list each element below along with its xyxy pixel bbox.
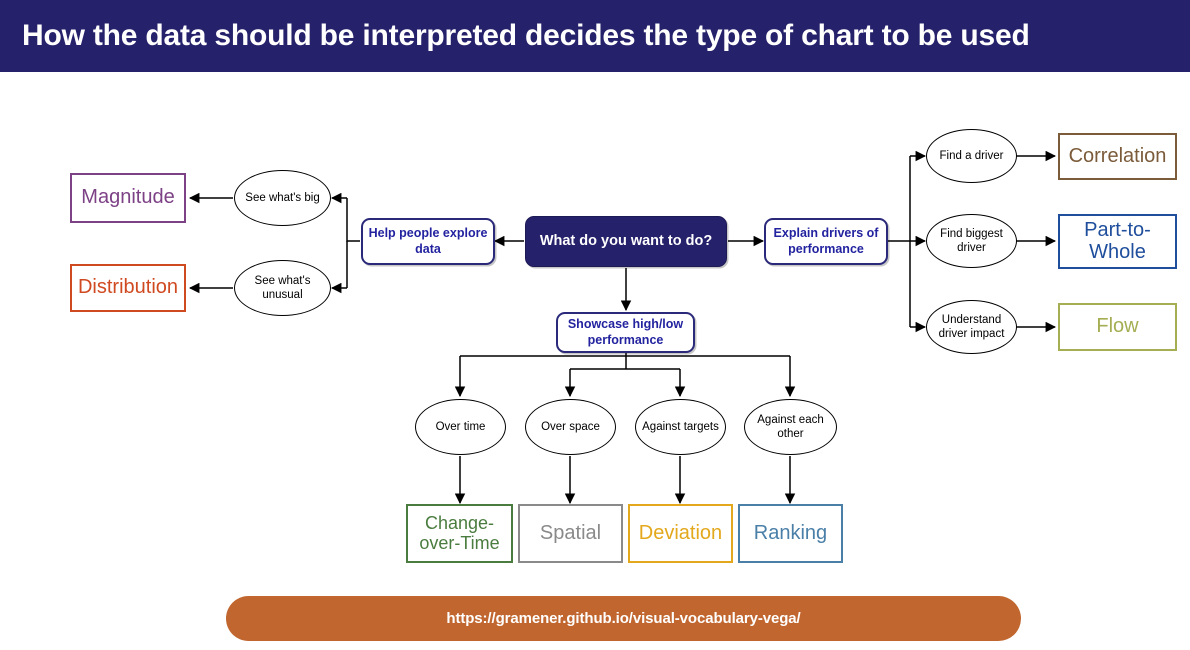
branch-box-help-people-explore-data[interactable]: Help people explore data: [361, 218, 495, 265]
chart-box-correlation-label: Correlation: [1068, 144, 1167, 167]
ellipse-against-each-other-label: Against each other: [757, 413, 824, 440]
chart-box-deviation-label: Deviation: [638, 521, 723, 544]
ellipse-understand-driver-impact[interactable]: Understand driver impact: [926, 300, 1017, 354]
chart-box-change-over-time-label: Change-over-Time: [419, 513, 500, 553]
ellipse-against-targets[interactable]: Against targets: [635, 399, 726, 455]
ellipse-over-space[interactable]: Over space: [525, 399, 616, 455]
ellipse-over-space-label: Over space: [541, 420, 600, 433]
branch-box-showcase-high-low-performance[interactable]: Showcase high/low performance: [556, 312, 695, 353]
ellipse-against-each-other[interactable]: Against each other: [744, 399, 837, 455]
ellipse-over-time-label: Over time: [435, 420, 486, 433]
ellipse-against-targets-label: Against targets: [642, 420, 719, 433]
root-box-what-do-you-want-to-do[interactable]: What do you want to do?: [525, 216, 727, 267]
ellipse-see-whats-unusual[interactable]: See what's unusual: [234, 260, 331, 316]
ellipse-find-a-driver-label: Find a driver: [939, 149, 1004, 162]
chart-box-magnitude[interactable]: Magnitude: [70, 173, 186, 223]
chart-box-flow-label: Flow: [1096, 315, 1139, 338]
ellipse-understand-driver-impact-label: Understand driver impact: [938, 313, 1005, 340]
ellipse-find-biggest-driver[interactable]: Find biggest driver: [926, 214, 1017, 268]
root-box-label: What do you want to do?: [539, 232, 713, 249]
chart-box-ranking-label: Ranking: [753, 521, 828, 544]
header-bar: How the data should be interpreted decid…: [0, 0, 1190, 72]
chart-box-flow[interactable]: Flow: [1058, 303, 1177, 351]
chart-box-correlation[interactable]: Correlation: [1058, 133, 1177, 180]
ellipse-see-whats-unusual-label: See what's unusual: [254, 274, 311, 301]
chart-box-distribution[interactable]: Distribution: [70, 264, 186, 312]
chart-box-magnitude-label: Magnitude: [81, 186, 175, 209]
ellipse-find-biggest-driver-label: Find biggest driver: [940, 227, 1003, 254]
branch-box-explain-drivers-of-performance[interactable]: Explain drivers of performance: [764, 218, 888, 265]
chart-box-part-to-whole[interactable]: Part-to-Whole: [1058, 214, 1177, 269]
branch-box-explore-label: Help people explore data: [368, 225, 488, 256]
chart-box-distribution-label: Distribution: [77, 276, 179, 299]
ellipse-over-time[interactable]: Over time: [415, 399, 506, 455]
url-banner-label: https://gramener.github.io/visual-vocabu…: [446, 610, 801, 627]
chart-box-ranking[interactable]: Ranking: [738, 504, 843, 563]
chart-box-change-over-time[interactable]: Change-over-Time: [406, 504, 513, 563]
branch-box-explain-label: Explain drivers of performance: [773, 225, 879, 256]
chart-box-spatial-label: Spatial: [539, 521, 602, 544]
page-title: How the data should be interpreted decid…: [22, 19, 1030, 52]
chart-box-spatial[interactable]: Spatial: [518, 504, 623, 563]
chart-box-part-to-whole-label: Part-to-Whole: [1084, 218, 1151, 263]
ellipse-see-whats-big-label: See what's big: [245, 191, 320, 204]
ellipse-find-a-driver[interactable]: Find a driver: [926, 129, 1017, 183]
branch-box-showcase-label: Showcase high/low performance: [567, 316, 684, 347]
url-banner[interactable]: https://gramener.github.io/visual-vocabu…: [226, 596, 1021, 641]
ellipse-see-whats-big[interactable]: See what's big: [234, 170, 331, 226]
chart-box-deviation[interactable]: Deviation: [628, 504, 733, 563]
